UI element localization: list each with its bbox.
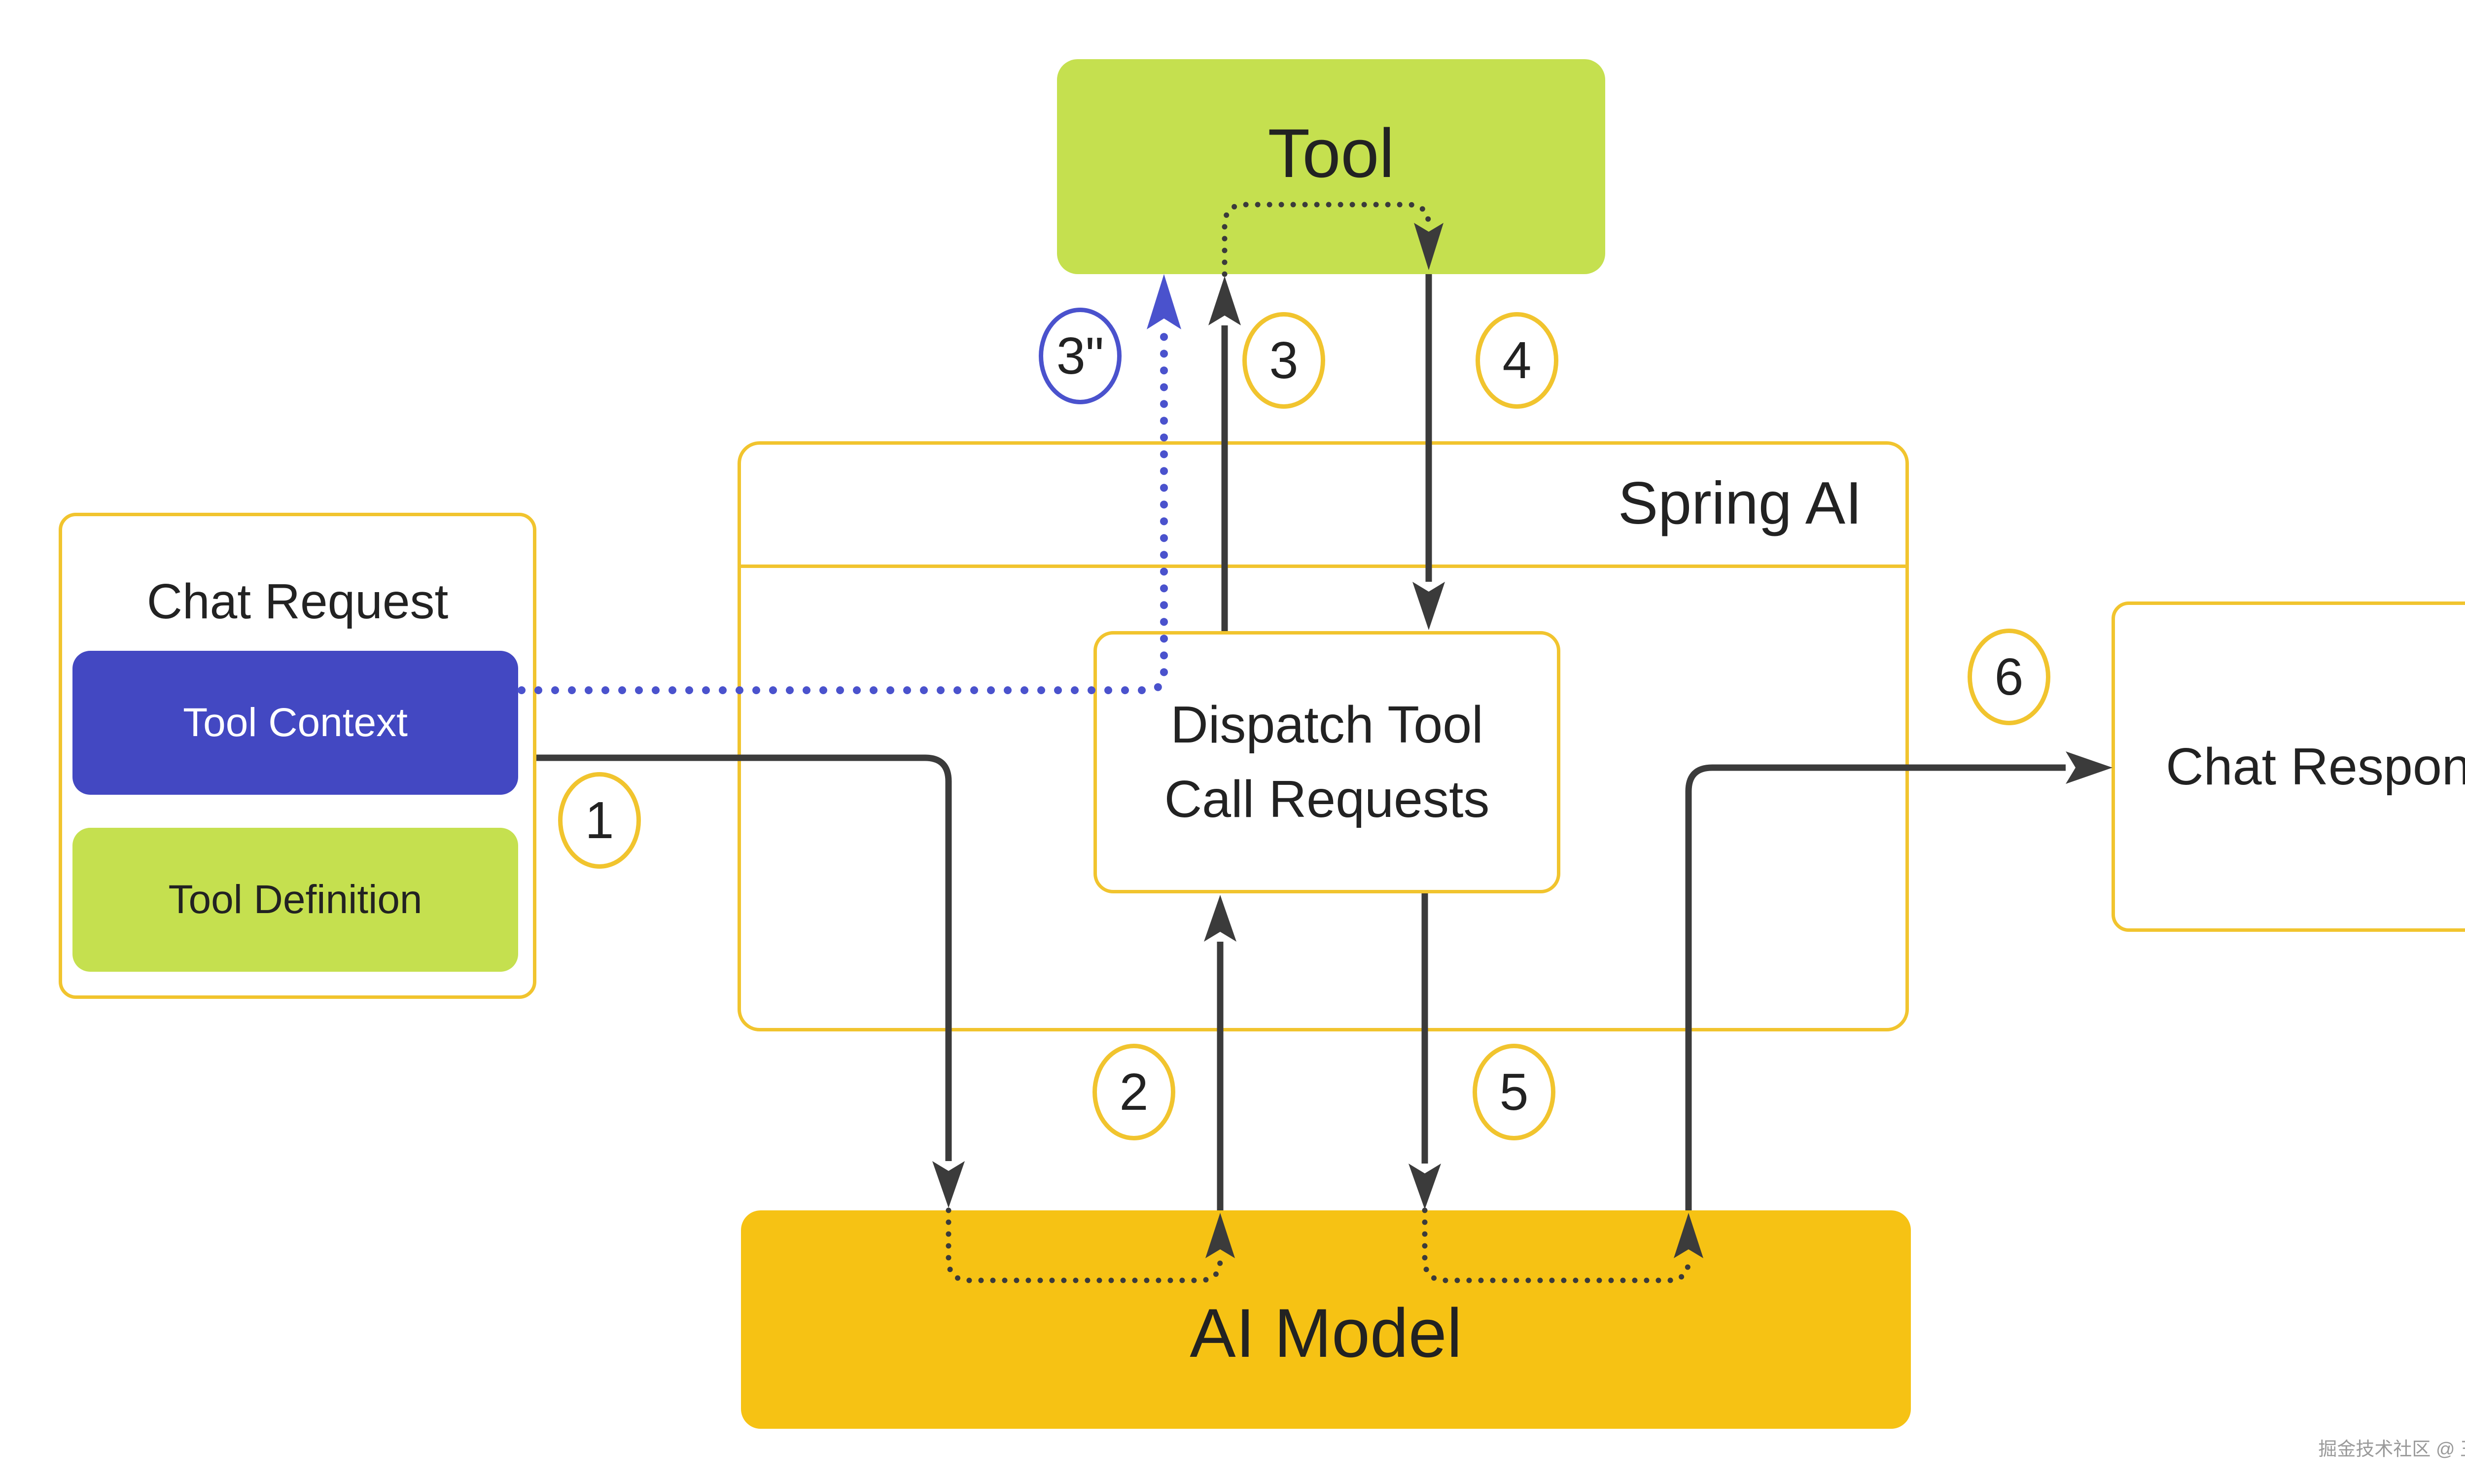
chat-response-node: Chat Response [2112, 601, 2465, 932]
watermark-community: 掘金技术社区 @ 王中阳讲AI编程 [2318, 1439, 2465, 1460]
tool-node: Tool [1057, 59, 1605, 274]
step-badge-3: 3 [1242, 312, 1325, 409]
step-badge-3-prime-label: 3" [1056, 326, 1104, 385]
spring-ai-header-divider [738, 565, 1909, 568]
step-badge-2: 2 [1092, 1044, 1175, 1140]
spring-ai-label: Spring AI [738, 441, 1909, 565]
step-badge-4: 4 [1476, 312, 1558, 409]
tool-definition-node: Tool Definition [72, 828, 518, 972]
arrow-3-head [1208, 276, 1241, 325]
dispatch-label: Dispatch Tool Call Requests [1164, 696, 1490, 828]
tool-context-dotted-head [1147, 274, 1181, 329]
step-badge-5-label: 5 [1499, 1062, 1529, 1121]
tool-definition-label: Tool Definition [168, 877, 423, 922]
chat-request-title: Chat Request [59, 567, 536, 636]
step-badge-6: 6 [1968, 629, 2050, 725]
step-badge-1-label: 1 [585, 791, 614, 849]
ai-model-label: AI Model [1190, 1294, 1462, 1372]
dispatch-tool-call-requests-node: Dispatch Tool Call Requests [1093, 631, 1560, 893]
tool-context-label: Tool Context [183, 700, 408, 745]
step-badge-2-label: 2 [1119, 1062, 1149, 1121]
spring-ai-container [738, 441, 1909, 1031]
ai-model-node: AI Model [741, 1210, 1911, 1429]
arrow-5-head [1409, 1164, 1441, 1209]
step-badge-1: 1 [558, 772, 641, 869]
tool-context-node: Tool Context [72, 651, 518, 795]
step-badge-4-label: 4 [1502, 331, 1532, 389]
step-badge-5: 5 [1473, 1044, 1555, 1140]
arrow-6-head [2066, 751, 2113, 784]
step-badge-6-label: 6 [1994, 647, 2024, 706]
step-badge-3-prime: 3" [1039, 308, 1122, 404]
tool-node-label: Tool [1268, 114, 1395, 192]
chat-request-title-text: Chat Request [146, 573, 449, 629]
chat-response-label: Chat Response [2166, 737, 2465, 796]
arrow-1-head [932, 1161, 965, 1208]
spring-ai-label-text: Spring AI [1618, 469, 1862, 536]
step-badge-3-label: 3 [1269, 331, 1299, 389]
